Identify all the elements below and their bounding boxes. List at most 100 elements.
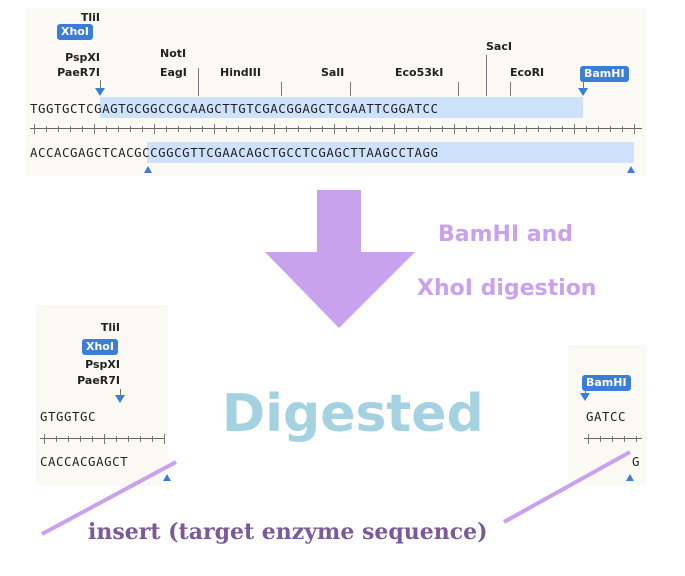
ruler-tick [178, 126, 179, 132]
enzyme-label-sali: SalI [321, 66, 345, 79]
insert-label: insert (target enzyme sequence) [88, 519, 488, 545]
bamhi-cut-line [583, 82, 584, 92]
ruler-tick [56, 436, 57, 442]
enzyme-label-noti: NotI [160, 47, 187, 60]
bottom-xhoi-cut-line [120, 389, 121, 397]
enzyme-badge-bamhi: BamHI [580, 66, 629, 82]
enzyme-label-hindiii: HindIII [220, 66, 261, 79]
xhoi-cut-line [100, 80, 101, 92]
ruler-tick [454, 124, 455, 134]
ecori-cut-line [510, 82, 511, 96]
ruler-tick [588, 434, 589, 444]
ruler-tick [214, 124, 215, 134]
left-fragment-ruler [40, 438, 165, 439]
ruler-tick [46, 126, 47, 132]
ruler-tick [190, 126, 191, 132]
eco53ki-cut-line [458, 82, 459, 96]
ruler-tick [152, 436, 153, 442]
left-fragment-top-strand: GTGGTGC [40, 409, 97, 424]
right-fragment-ruler [584, 438, 642, 439]
ruler-tick [104, 434, 105, 444]
ruler-tick [164, 434, 165, 444]
ruler-tick [526, 126, 527, 132]
ruler-tick [418, 126, 419, 132]
ruler-tick [598, 126, 599, 132]
ruler-tick [502, 126, 503, 132]
ruler-tick [238, 126, 239, 132]
ruler-tick [610, 126, 611, 132]
ruler-tick [514, 124, 515, 134]
ruler-tick [346, 126, 347, 132]
bottom-enzyme-label-pspxi: PspXI [85, 358, 120, 371]
ruler-tick [128, 436, 129, 442]
ruler-tick [622, 126, 623, 132]
ruler-tick [274, 124, 275, 134]
ruler-tick [130, 126, 131, 132]
enzyme-label-tlii: TliI [80, 11, 100, 24]
digested-label: Digested [222, 384, 484, 444]
ruler-tick [44, 434, 45, 444]
bottom-left-panel [36, 305, 168, 485]
enzyme-label-paer7i: PaeR7I [57, 66, 100, 79]
ruler-tick [322, 126, 323, 132]
ruler-tick [298, 126, 299, 132]
bottom-strand-sequence: ACCACGAGCTCACGCCGGCGTTCGAACAGCTGCCTCGAGC… [30, 145, 439, 160]
right-fragment-ruler-ticks [584, 434, 642, 444]
bottom-enzyme-label-tlii: TliI [100, 321, 120, 334]
hindiii-cut-line [281, 82, 282, 96]
ruler-tick [34, 124, 35, 134]
right-fragment-bottom-strand: G [632, 454, 641, 469]
ruler-tick [550, 126, 551, 132]
ruler-tick [310, 126, 311, 132]
right-fragment-top-strand: GATCC [586, 409, 627, 424]
ruler-tick [624, 436, 625, 442]
ruler-tick [358, 126, 359, 132]
ruler-tick [262, 126, 263, 132]
bottom-cut-marker-right-icon [627, 166, 635, 173]
ruler-tick [490, 126, 491, 132]
bottom-strand-highlight [147, 142, 634, 163]
top-strand-highlight [100, 97, 583, 118]
ruler-tick [68, 436, 69, 442]
ruler-tick [466, 126, 467, 132]
enzyme-label-eco53ki: Eco53kI [395, 66, 444, 79]
enzyme-badge-xhoi: XhoI [57, 24, 93, 40]
ruler-tick [634, 124, 635, 134]
ruler-tick [140, 436, 141, 442]
ruler-tick [106, 126, 107, 132]
xhoi-cut-arrow-icon [95, 88, 105, 96]
saci-cut-line [486, 55, 487, 96]
bamhi-cut-arrow-icon [578, 88, 588, 96]
ruler-tick [166, 126, 167, 132]
ruler-tick [58, 126, 59, 132]
bottom-xhoi-cut-arrow-icon [115, 395, 125, 403]
ruler-tick [382, 126, 383, 132]
enzyme-label-eagi: EagI [160, 66, 187, 79]
enzyme-label-saci: SacI [486, 40, 512, 53]
ruler-tick [154, 124, 155, 134]
ruler-tick [370, 126, 371, 132]
ruler-tick [600, 436, 601, 442]
ruler-tick [92, 436, 93, 442]
enzyme-label-ecori: EcoRI [510, 66, 545, 79]
bottom-enzyme-badge-bamhi: BamHI [582, 375, 631, 391]
ruler-tick [334, 124, 335, 134]
ruler-tick [82, 126, 83, 132]
down-arrow-icon [265, 190, 415, 328]
sali-cut-line [350, 82, 351, 96]
ruler-tick [286, 126, 287, 132]
top-ruler [30, 128, 642, 129]
ruler-tick [80, 436, 81, 442]
ruler-tick [442, 126, 443, 132]
ruler-tick [116, 436, 117, 442]
top-strand-sequence: TGGTGCTCGAGTGCGGCCGCAAGCTTGTCGACGGAGCTCG… [30, 101, 439, 116]
ruler-tick [250, 126, 251, 132]
ruler-tick [562, 126, 563, 132]
ruler-tick [430, 126, 431, 132]
ruler-tick [226, 126, 227, 132]
ruler-tick [538, 126, 539, 132]
enzyme-label-pspxi: PspXI [65, 51, 100, 64]
ruler-tick [118, 126, 119, 132]
ruler-tick [142, 126, 143, 132]
